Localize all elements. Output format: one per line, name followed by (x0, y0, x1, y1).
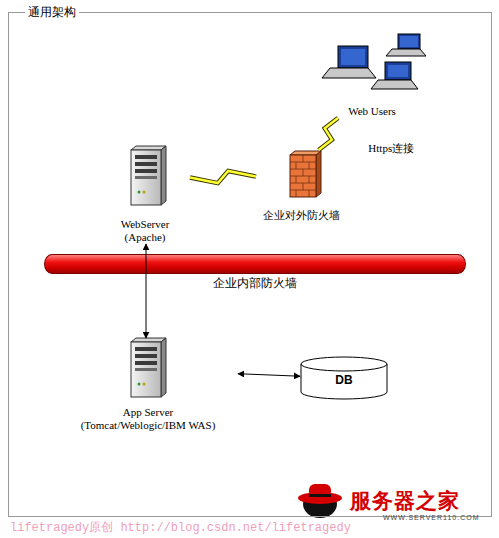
laptop-icon (386, 34, 426, 56)
node-label: App Server (Tomcat/Weblogic/IBM WAS) (70, 406, 226, 432)
brand-label: 服务器之家 (350, 487, 460, 515)
firewall-icon (290, 151, 321, 197)
cylinder-body (301, 357, 387, 399)
edge-label: Https连接 (368, 141, 414, 156)
firewall-node: 企业对外防火墙 (256, 150, 346, 222)
lightning-core (319, 118, 338, 150)
arrow-line (238, 374, 300, 377)
database-cylinder: DB (300, 356, 388, 400)
band-label: 企业内部防火墙 (44, 277, 466, 290)
laptop-icon (371, 62, 418, 89)
server-node: App Server (Tomcat/Weblogic/IBM WAS) (58, 338, 238, 432)
firewall-band: 企业内部防火墙 (44, 254, 466, 294)
server-node: WebServer (Apache) (100, 148, 190, 244)
users-node: Web Users (322, 32, 422, 118)
lightning-link (190, 171, 256, 183)
lightning-outline (190, 171, 256, 183)
laptop-icon (322, 46, 376, 78)
brand-label: WWW.SERVER110.COM (383, 514, 479, 521)
arrow-connector (238, 374, 300, 377)
node-label: WebServer (Apache) (110, 218, 180, 244)
cylinder-lid (301, 364, 387, 371)
lightning-core (190, 171, 256, 183)
node-label: 企业对外防火墙 (257, 209, 345, 222)
band-bar (44, 254, 466, 274)
watermark: lifetragedy原创 http://blog.csdn.net/lifet… (10, 519, 351, 536)
node-label: DB (300, 374, 388, 387)
lightning-link (319, 118, 338, 150)
hat-logo (298, 484, 342, 518)
node-label: Web Users (324, 105, 420, 118)
lightning-outline (319, 118, 338, 150)
group-frame: 通用架构Web Users企业对外防火墙WebServer (Apache)企业… (8, 12, 492, 517)
server-icon (131, 146, 166, 205)
group-title: 通用架构 (25, 5, 79, 20)
server-icon (131, 338, 166, 397)
